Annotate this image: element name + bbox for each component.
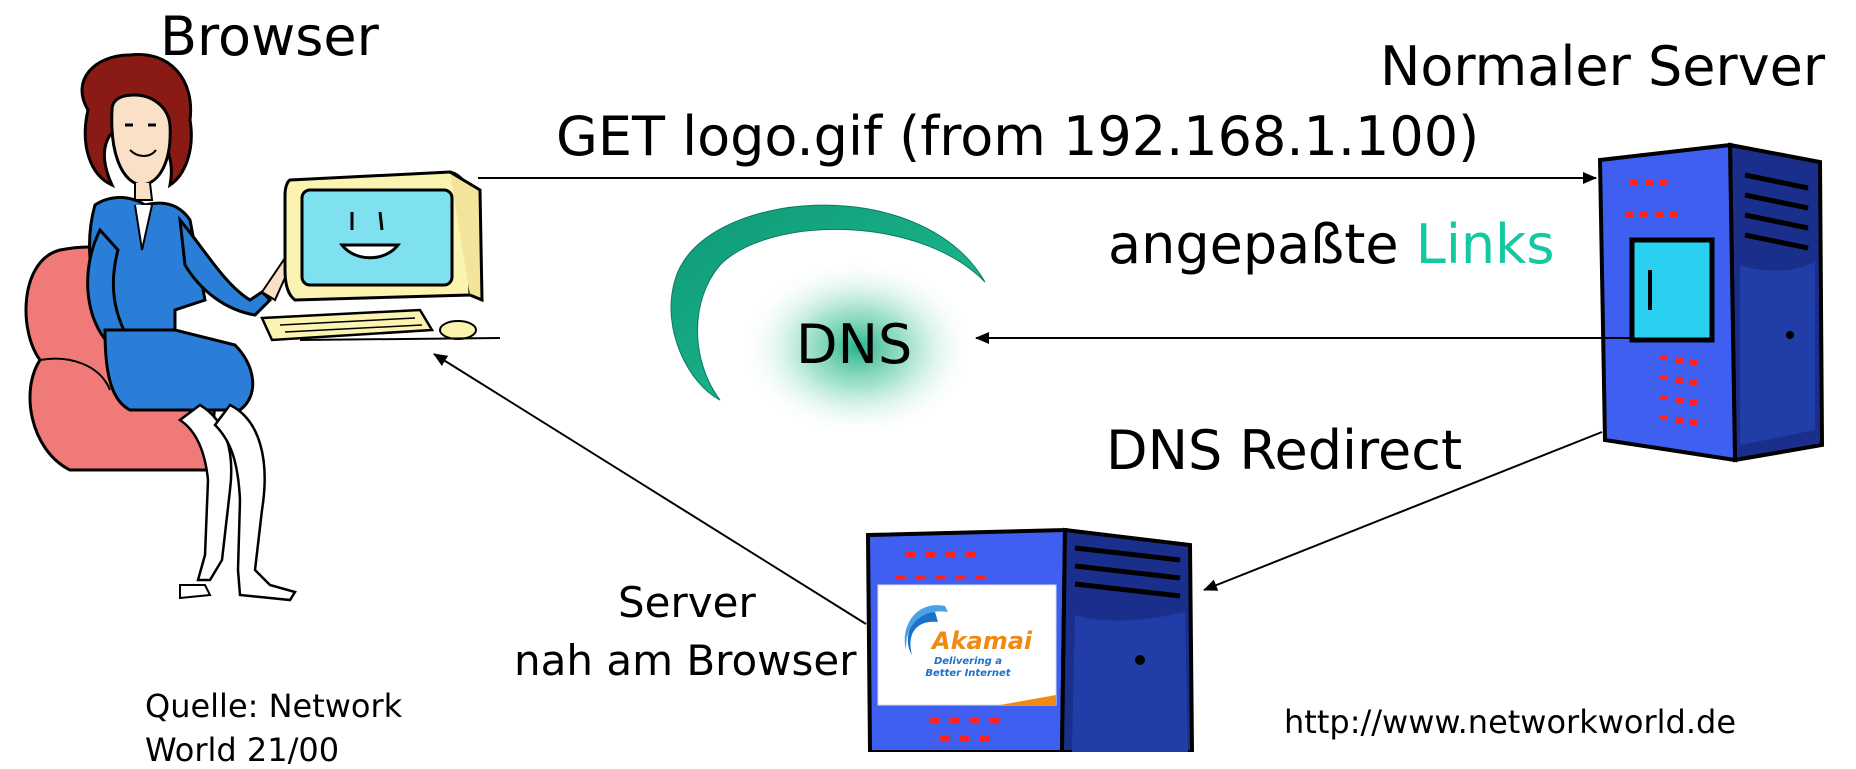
keyboard bbox=[260, 308, 435, 342]
server-screen bbox=[1629, 237, 1715, 343]
face bbox=[110, 93, 172, 187]
adapted-links-highlight: Links bbox=[1415, 213, 1555, 276]
server-near-label-1: Server bbox=[618, 578, 756, 627]
akamai-server-illustration: Akamai Delivering a Better Internet bbox=[865, 527, 1195, 752]
akamai-logo: Akamai Delivering a Better Internet bbox=[904, 605, 1033, 679]
get-request-label: GET logo.gif (from 192.168.1.100) bbox=[556, 105, 1480, 168]
blue-skirt bbox=[103, 328, 255, 412]
source-label-2: World 21/00 bbox=[145, 731, 340, 769]
arrow-dns-redirect bbox=[1203, 431, 1603, 591]
diagram-canvas: Akamai Delivering a Better Internet bbox=[24, 52, 1825, 752]
arrow-edge-to-browser bbox=[433, 353, 867, 625]
arrows bbox=[433, 172, 1632, 625]
normal-server-illustration bbox=[1597, 142, 1825, 463]
browser-label: Browser bbox=[160, 5, 379, 68]
akamai-logo-panel bbox=[877, 584, 1057, 706]
dns-glow bbox=[740, 258, 976, 438]
akamai-tagline-1: Delivering a bbox=[934, 656, 1002, 667]
monitor-screen bbox=[300, 188, 454, 287]
dns-label: DNS bbox=[796, 313, 913, 376]
dns-redirect-label: DNS Redirect bbox=[1106, 419, 1463, 482]
user-at-computer-illustration bbox=[24, 52, 501, 602]
adapted-links-label: angepaßte Links bbox=[1108, 218, 1554, 272]
server-near-label-2: nah am Browser bbox=[514, 636, 857, 685]
akamai-logo-wordmark: Akamai bbox=[930, 627, 1033, 655]
dns-swoosh bbox=[670, 204, 986, 401]
source-url: http://www.networkworld.de bbox=[1284, 703, 1737, 741]
mouse bbox=[439, 320, 477, 340]
source-label-1: Quelle: Network bbox=[145, 687, 403, 725]
akamai-tagline-2: Better Internet bbox=[925, 668, 1011, 679]
dns-graphic bbox=[670, 204, 986, 438]
normal-server-label: Normaler Server bbox=[1380, 35, 1826, 98]
adapted-links-prefix: angepaßte bbox=[1108, 213, 1416, 276]
